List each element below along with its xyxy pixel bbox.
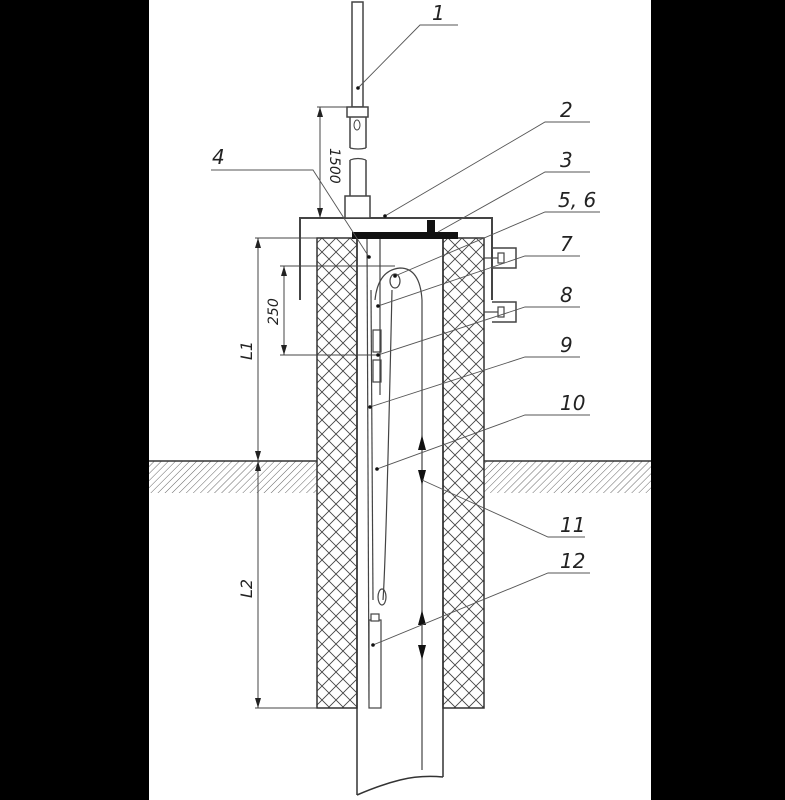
callout-9: 9 bbox=[560, 333, 573, 357]
callout-3: 3 bbox=[560, 148, 573, 172]
callout-5-6: 5, 6 bbox=[558, 188, 596, 212]
dimension-250: 250 bbox=[266, 298, 282, 325]
callout-10: 10 bbox=[560, 391, 585, 415]
callout-4: 4 bbox=[212, 145, 225, 169]
internal-cables bbox=[366, 238, 423, 770]
ground bbox=[149, 460, 651, 493]
dimensions bbox=[255, 106, 395, 709]
callout-2: 2 bbox=[560, 98, 573, 122]
callout-12: 12 bbox=[560, 549, 585, 573]
dimension-1500: 1500 bbox=[326, 148, 342, 184]
vent-pipe bbox=[344, 1, 371, 219]
cap bbox=[299, 217, 517, 323]
insulation bbox=[316, 237, 485, 709]
callout-7: 7 bbox=[560, 232, 573, 256]
casing-pipe bbox=[356, 238, 444, 796]
dimension-l2: L2 bbox=[237, 579, 256, 598]
callout-8: 8 bbox=[560, 283, 573, 307]
dimension-l1: L1 bbox=[237, 341, 256, 360]
callout-11: 11 bbox=[560, 513, 585, 537]
leader-lines bbox=[211, 24, 600, 646]
dimension-arrows bbox=[255, 107, 323, 708]
cable-markers bbox=[418, 435, 426, 660]
drawing-sheet bbox=[149, 0, 651, 800]
callout-1: 1 bbox=[432, 1, 445, 25]
leader-dots bbox=[356, 86, 397, 647]
